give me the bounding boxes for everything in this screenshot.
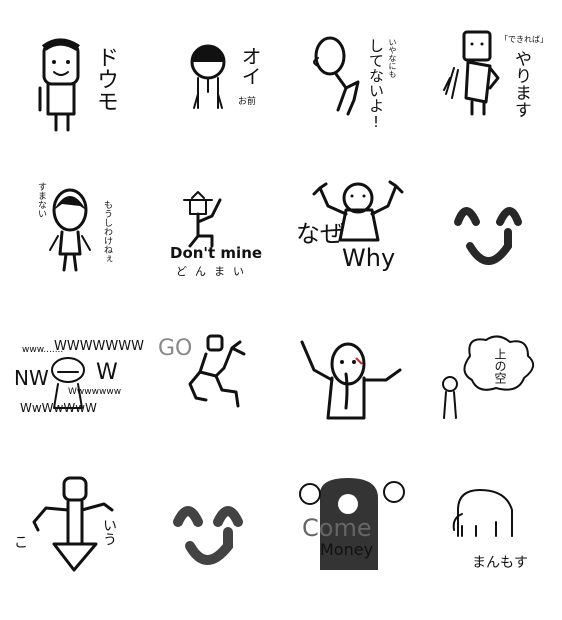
sticker-sumanai[interactable]: すまない もうしわけねぇ bbox=[10, 170, 150, 320]
sticker-sublabel: すまない bbox=[36, 182, 46, 218]
stick-figure-drawing bbox=[313, 36, 360, 116]
sticker-go[interactable]: GO bbox=[150, 328, 290, 478]
sticker-label: してないよ! bbox=[367, 38, 385, 131]
sticker-arrow-figure[interactable]: いう こ bbox=[10, 470, 150, 620]
sticker-smile-face-2[interactable] bbox=[150, 470, 290, 620]
sticker-label: なぜ bbox=[296, 220, 344, 248]
sticker-label: ドウモ bbox=[93, 46, 118, 112]
stick-figure-drawing bbox=[38, 38, 80, 132]
sticker-sublabel: 「できれば」 bbox=[500, 35, 548, 44]
sticker-label: Come bbox=[302, 514, 372, 542]
smile-face-drawing bbox=[454, 207, 522, 265]
sticker-wwww[interactable]: www....... WWWWWWW NW W Wwwwwww WwWwWwW bbox=[10, 328, 150, 478]
sticker-naze-why[interactable]: なぜ Why bbox=[292, 170, 432, 320]
stick-figure-drawing bbox=[51, 357, 85, 409]
money-figure-drawing bbox=[299, 478, 405, 570]
sticker-label: やります bbox=[511, 50, 531, 118]
sticker-sublabel: いやなにも bbox=[388, 38, 397, 78]
smile-face-drawing bbox=[173, 506, 243, 565]
sticker-dontmine[interactable]: Don't mine どんまい bbox=[150, 170, 290, 320]
sticker-grid: ドウモ オイ お前 いやなにも してないよ! 「できれば」 やります bbox=[10, 18, 562, 572]
stick-figure-drawing bbox=[190, 44, 226, 109]
sticker-sublabel: こ bbox=[14, 535, 28, 551]
sticker-sublabel: どんまい bbox=[176, 265, 252, 278]
sticker-label: もうしわけねぇ bbox=[102, 200, 112, 263]
stick-figure-drawing bbox=[49, 188, 91, 272]
sticker-raised-arms[interactable] bbox=[292, 328, 432, 478]
sticker-sublabel: Why bbox=[342, 244, 396, 272]
sticker-extra-label: Wwwwwww bbox=[68, 387, 122, 397]
sticker-doumo[interactable]: ドウモ bbox=[10, 18, 150, 168]
sticker-sublabel: お前 bbox=[238, 97, 257, 107]
sticker-extra-label: W bbox=[96, 360, 118, 385]
sticker-label: GO bbox=[158, 336, 193, 361]
stick-figure-drawing bbox=[188, 334, 246, 408]
sticker-mammoth[interactable]: まんもす bbox=[432, 470, 562, 620]
sticker-label: オイ bbox=[238, 46, 262, 86]
sticker-label: WWWWWWW bbox=[54, 339, 144, 354]
stick-figure-drawing bbox=[312, 180, 404, 242]
thinking-figure-drawing bbox=[442, 335, 535, 419]
sticker-sublabel: Money bbox=[320, 540, 374, 559]
sticker-extra-label: WwWwWwW bbox=[20, 401, 97, 415]
stick-figure-drawing bbox=[300, 340, 402, 420]
stick-figure-drawing bbox=[183, 191, 222, 248]
sticker-oi[interactable]: オイ お前 bbox=[150, 18, 290, 168]
sticker-yarimasu[interactable]: 「できれば」 やります bbox=[432, 18, 562, 168]
sticker-come-money[interactable]: Come Money bbox=[292, 470, 432, 620]
mammoth-drawing bbox=[452, 489, 513, 537]
sticker-label: まんもす bbox=[472, 555, 528, 571]
sticker-sublabel: www....... bbox=[22, 345, 64, 355]
sticker-smile-face[interactable] bbox=[432, 170, 562, 320]
sticker-uwanosora[interactable]: 上の空 bbox=[432, 328, 562, 478]
sticker-label: いう bbox=[101, 518, 117, 546]
stick-figure-drawing bbox=[443, 30, 500, 116]
sticker-label: Don't mine bbox=[170, 244, 263, 262]
sticker-extra-label: NW bbox=[14, 366, 49, 390]
sticker-label: 上の空 bbox=[493, 348, 507, 384]
stick-figure-drawing bbox=[32, 476, 114, 572]
sticker-shitenaiyo[interactable]: いやなにも してないよ! bbox=[292, 18, 432, 168]
